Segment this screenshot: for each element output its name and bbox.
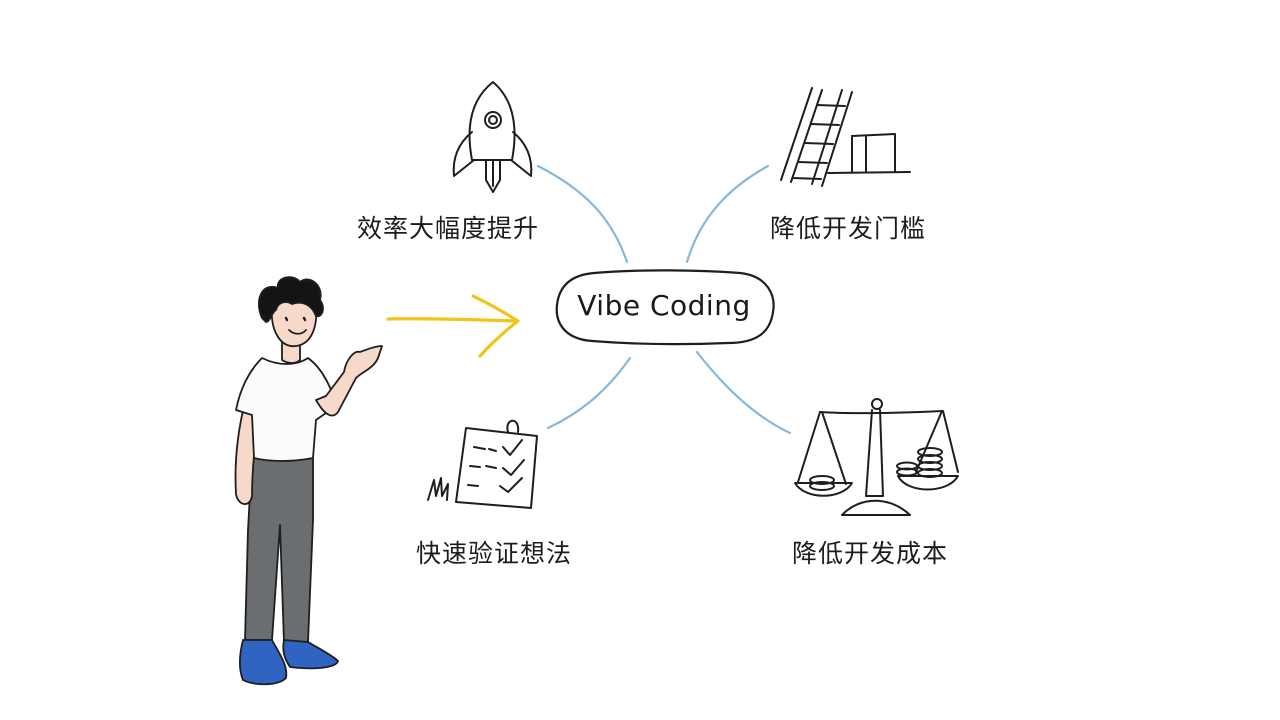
connector-validate xyxy=(546,356,632,430)
shirt xyxy=(235,357,337,462)
benefit-label-validate-ideas: 快速验证想法 xyxy=(415,539,572,568)
smile xyxy=(288,329,307,335)
person-illustration xyxy=(234,276,383,686)
center-node-border xyxy=(555,269,775,346)
hair xyxy=(257,276,324,323)
ladder-icon xyxy=(780,87,853,187)
neck xyxy=(281,341,301,364)
center-node-label: Vibe Coding xyxy=(577,288,751,322)
connector-lines xyxy=(536,164,792,435)
rocket-icon xyxy=(452,81,533,193)
left-shoe xyxy=(239,639,288,686)
benefit-label-efficiency: 效率大幅度提升 xyxy=(356,214,539,243)
benefit-label-lower-cost: 降低开发成本 xyxy=(791,539,948,568)
pants xyxy=(244,454,314,643)
balance-scale-icon xyxy=(794,398,959,516)
eyes xyxy=(284,316,307,322)
benefit-label-lower-barrier: 降低开发门槛 xyxy=(769,214,926,243)
box-icon xyxy=(827,133,911,174)
pointing-arm xyxy=(315,345,383,417)
connector-cost xyxy=(695,350,792,435)
connector-efficiency xyxy=(536,164,629,264)
arrow-icon xyxy=(386,294,520,358)
connector-barrier xyxy=(685,164,770,264)
right-shoe xyxy=(282,639,339,670)
checklist-icon xyxy=(427,419,538,509)
